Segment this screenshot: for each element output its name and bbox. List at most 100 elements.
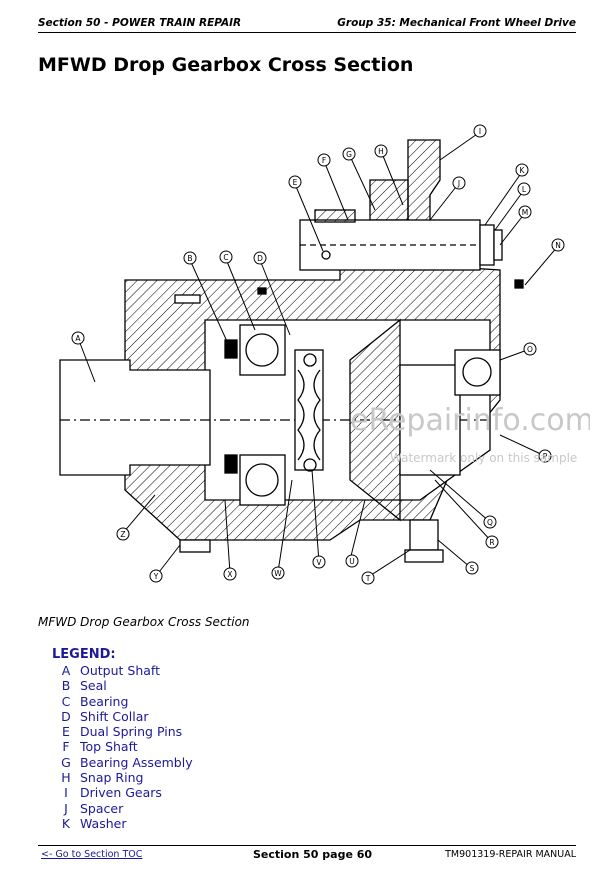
svg-text:B: B	[187, 254, 192, 263]
legend-key: F	[62, 739, 70, 755]
callout-r: R	[485, 535, 499, 549]
header-rule	[38, 32, 576, 33]
svg-text:Z: Z	[120, 530, 125, 539]
svg-text:H: H	[378, 147, 384, 156]
callout-h: H	[374, 144, 388, 158]
legend-key: G	[61, 754, 71, 770]
legend-label: Driven Gears	[80, 785, 162, 801]
footer-rule	[38, 845, 576, 846]
callout-k: K	[515, 163, 529, 177]
callout-p: P	[538, 449, 552, 463]
svg-text:A: A	[75, 334, 81, 343]
svg-text:Q: Q	[487, 518, 493, 527]
legend-item: G Bearing Assembly	[52, 754, 193, 770]
callout-u: U	[345, 554, 359, 568]
legend-label: Seal	[80, 678, 107, 694]
legend-label: Bearing Assembly	[80, 754, 193, 770]
legend-item: C Bearing	[52, 694, 193, 709]
legend-key: J	[64, 800, 68, 816]
svg-text:T: T	[365, 574, 371, 583]
callout-i: I	[473, 124, 487, 138]
callout-f: F	[317, 153, 331, 167]
callout-m: M	[518, 205, 532, 219]
svg-text:L: L	[522, 185, 527, 194]
legend-key: D	[61, 708, 71, 724]
legend-title: LEGEND:	[52, 647, 116, 662]
svg-text:N: N	[555, 241, 561, 250]
svg-text:U: U	[349, 557, 355, 566]
legend-label: Top Shaft	[80, 739, 138, 755]
watermark-subtext: Watermark only on this sample	[390, 451, 577, 465]
gearbox-cross-section-diagram: A B C D E F G H I J K L M N O P Q R S T …	[59, 124, 590, 585]
legend-item: E Dual Spring Pins	[52, 724, 193, 739]
callout-g: G	[342, 147, 356, 161]
watermark-text: eRepairinfo.com	[350, 403, 590, 438]
callout-s: S	[465, 561, 479, 575]
legend-key: A	[61, 663, 71, 678]
callout-v: V	[312, 555, 326, 569]
legend-item: I Driven Gears	[52, 785, 193, 800]
page-title: MFWD Drop Gearbox Cross Section	[38, 54, 414, 76]
legend-label: Spacer	[80, 800, 124, 816]
callout-e: E	[288, 175, 302, 189]
svg-text:K: K	[520, 166, 526, 175]
callout-z: Z	[116, 527, 130, 541]
legend-label: Dual Spring Pins	[80, 724, 183, 740]
legend-item: F Top Shaft	[52, 739, 193, 754]
legend-item: J Spacer	[52, 801, 193, 816]
legend-label: Snap Ring	[80, 770, 144, 786]
svg-text:S: S	[470, 564, 475, 573]
svg-text:X: X	[227, 570, 232, 579]
legend-label: Output Shaft	[80, 663, 160, 678]
callout-o: O	[523, 342, 537, 356]
callout-w: W	[271, 566, 285, 580]
header-section: Section 50 - POWER TRAIN REPAIR	[38, 17, 242, 29]
svg-text:M: M	[522, 208, 528, 217]
svg-text:F: F	[322, 156, 326, 165]
legend-item: K Washer	[52, 816, 193, 831]
svg-text:W: W	[274, 569, 282, 578]
callout-t: T	[361, 571, 375, 585]
callout-l: L	[517, 182, 531, 196]
svg-text:O: O	[527, 345, 533, 354]
header-group: Group 35: Mechanical Front Wheel Drive	[337, 17, 576, 29]
callout-n: N	[551, 238, 565, 252]
legend-item: B Seal	[52, 678, 193, 693]
svg-text:R: R	[489, 538, 494, 547]
svg-text:V: V	[316, 558, 322, 567]
callout-d: D	[253, 251, 267, 265]
legend-label: Shift Collar	[80, 708, 149, 724]
callout-a: A	[71, 331, 85, 345]
legend-key: B	[61, 678, 71, 694]
callout-j: J	[452, 176, 466, 190]
svg-text:G: G	[346, 150, 352, 159]
svg-text:E: E	[293, 178, 298, 187]
callout-c: C	[219, 250, 233, 264]
callout-b: B	[183, 251, 197, 265]
leader-lines	[77, 131, 559, 578]
svg-text:Y: Y	[153, 572, 159, 581]
legend-label: Bearing	[80, 693, 129, 709]
legend-key: I	[64, 785, 68, 801]
figure-caption: MFWD Drop Gearbox Cross Section	[38, 615, 250, 629]
svg-text:D: D	[257, 254, 263, 263]
legend-label: Washer	[80, 815, 127, 831]
svg-text:C: C	[223, 253, 228, 262]
section-toc-link[interactable]: <- Go to Section TOC	[41, 849, 143, 860]
legend: LEGEND: A Output Shaft B Seal C Bearing D Sh…	[52, 647, 193, 831]
svg-text:J: J	[457, 179, 460, 188]
legend-key: E	[62, 724, 70, 740]
page-number: Section 50 page 60	[253, 848, 373, 861]
legend-item: H Snap Ring	[52, 770, 193, 785]
callout-y: Y	[149, 569, 163, 583]
legend-key: C	[61, 693, 71, 709]
manual-id: TM901319-REPAIR MANUAL	[445, 849, 576, 860]
legend-key: K	[61, 815, 71, 831]
legend-item: D Shift Collar	[52, 709, 193, 724]
legend-item: A Output Shaft	[52, 663, 193, 678]
callout-q: Q	[483, 515, 497, 529]
legend-key: H	[61, 770, 71, 786]
svg-text:I: I	[479, 127, 481, 136]
callout-labels: A B C D E F G H I J K L M N O P Q R S T …	[71, 124, 565, 585]
callout-x: X	[223, 567, 237, 581]
